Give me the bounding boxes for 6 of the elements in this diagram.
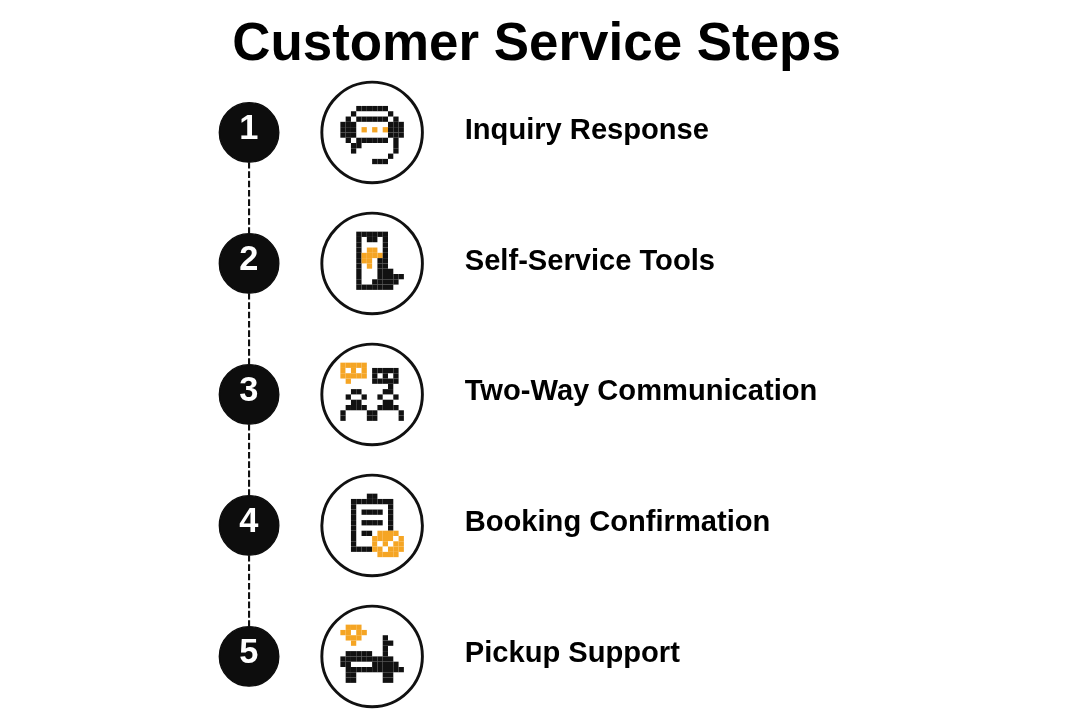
node-label: Booking Confirmation <box>464 505 770 538</box>
node-label: Inquiry Response <box>464 112 709 145</box>
node-label: Self-Service Tools <box>464 243 715 276</box>
diagram-title: Customer Service Steps <box>231 11 841 71</box>
node-label: Two-Way Communication <box>464 374 817 407</box>
node-label: Pickup Support <box>464 636 680 669</box>
